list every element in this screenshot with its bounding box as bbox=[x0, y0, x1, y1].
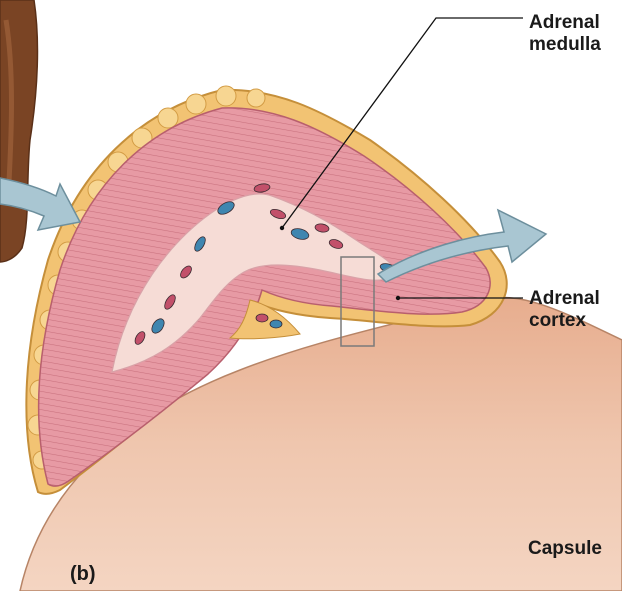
pocket-vessel-red bbox=[256, 314, 268, 322]
cortex-leader-dot bbox=[396, 296, 400, 300]
adrenal-cortex-label-line1: Adrenal bbox=[529, 288, 600, 310]
adrenal-medulla-label-line1: Adrenal bbox=[529, 12, 601, 34]
adrenal-cortex-label-line2: cortex bbox=[529, 310, 600, 332]
body-silhouette bbox=[0, 0, 37, 262]
medulla-leader-dot bbox=[280, 226, 284, 230]
capsule-label: Capsule bbox=[528, 538, 602, 560]
adrenal-medulla-label-line2: medulla bbox=[529, 34, 601, 56]
adrenal-cortex-label: Adrenal cortex bbox=[529, 288, 600, 332]
adrenal-medulla-label: Adrenal medulla bbox=[529, 12, 601, 56]
pocket-vessel-blue bbox=[270, 320, 282, 328]
panel-label: (b) bbox=[70, 563, 96, 585]
